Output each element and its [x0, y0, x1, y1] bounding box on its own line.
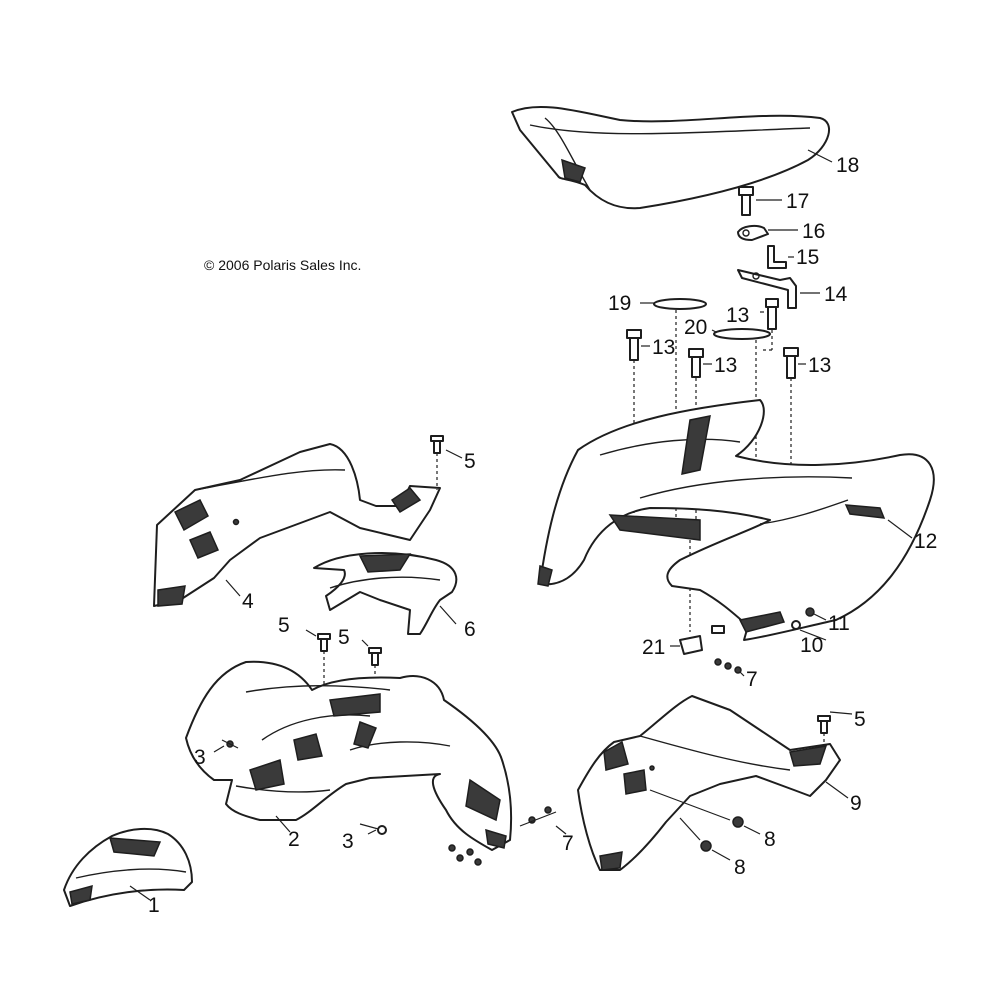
- callout-13-top: 13: [726, 304, 749, 327]
- part-plug-21: [679, 635, 703, 655]
- part-washer-19: [653, 298, 707, 310]
- callout-17: 17: [786, 190, 809, 213]
- part-front-cowl: [185, 660, 513, 851]
- callout-13-left: 13: [652, 336, 675, 359]
- part-bolt-3-lower: [359, 823, 387, 835]
- callout-3-lower: 3: [342, 830, 354, 853]
- callout-5-left: 5: [464, 450, 476, 473]
- callout-11: 11: [828, 612, 850, 635]
- callout-5-front-a: 5: [278, 614, 290, 637]
- part-washer-20: [713, 328, 771, 340]
- part-pin-5-front-b: [368, 647, 382, 666]
- callout-9: 9: [850, 792, 862, 815]
- part-left-side-panel: [153, 443, 441, 607]
- part-bolt-3-upper: [221, 739, 239, 749]
- part-bolt-13-top: [765, 298, 779, 330]
- part-grommet-10: [711, 620, 801, 634]
- callout-21: 21: [642, 636, 665, 659]
- callout-16: 16: [802, 220, 825, 243]
- part-screws-7-rear: [714, 658, 742, 674]
- part-pin-5-right: [817, 715, 831, 734]
- callout-15: 15: [796, 246, 819, 269]
- part-pin-5-left: [430, 435, 444, 454]
- part-bolt-13-left: [626, 329, 642, 361]
- callout-5-front-b: 5: [338, 626, 350, 649]
- part-fastener-11: [805, 607, 815, 617]
- callout-10: 10: [800, 634, 823, 657]
- copyright-notice: © 2006 Polaris Sales Inc.: [204, 257, 361, 273]
- callout-8-upper: 8: [764, 828, 776, 851]
- callout-7-rear: 7: [746, 668, 758, 691]
- part-front-insert: [313, 552, 458, 635]
- callout-18: 18: [836, 154, 859, 177]
- part-latch-14: [737, 269, 797, 309]
- part-front-fascia: [63, 828, 193, 907]
- callout-13-center: 13: [714, 354, 737, 377]
- part-right-side-panel: [577, 695, 841, 871]
- callout-14: 14: [824, 283, 848, 306]
- callout-7-front: 7: [562, 832, 574, 855]
- callout-13-right: 13: [808, 354, 831, 377]
- callout-5-right: 5: [854, 708, 866, 731]
- part-screws-7-front: [448, 806, 557, 866]
- part-bolt-13-center: [688, 348, 704, 378]
- part-seat: [511, 105, 830, 210]
- callout-8-lower: 8: [734, 856, 746, 879]
- part-bolt-17: [738, 186, 754, 216]
- part-bracket-15: [767, 245, 787, 269]
- callout-2: 2: [288, 828, 300, 851]
- callout-19: 19: [608, 292, 631, 315]
- callout-3-upper: 3: [194, 746, 206, 769]
- callout-4: 4: [242, 590, 254, 613]
- callout-6: 6: [464, 618, 476, 641]
- part-pin-5-front-a: [317, 633, 331, 652]
- callout-1: 1: [148, 894, 160, 917]
- callout-12: 12: [914, 530, 937, 553]
- part-clip-16: [737, 224, 769, 241]
- part-nut-8-upper: [649, 789, 744, 828]
- callout-20: 20: [684, 316, 707, 339]
- part-rear-fender: [537, 399, 935, 641]
- part-bolt-13-right: [783, 347, 799, 379]
- part-nut-8-lower: [679, 817, 712, 852]
